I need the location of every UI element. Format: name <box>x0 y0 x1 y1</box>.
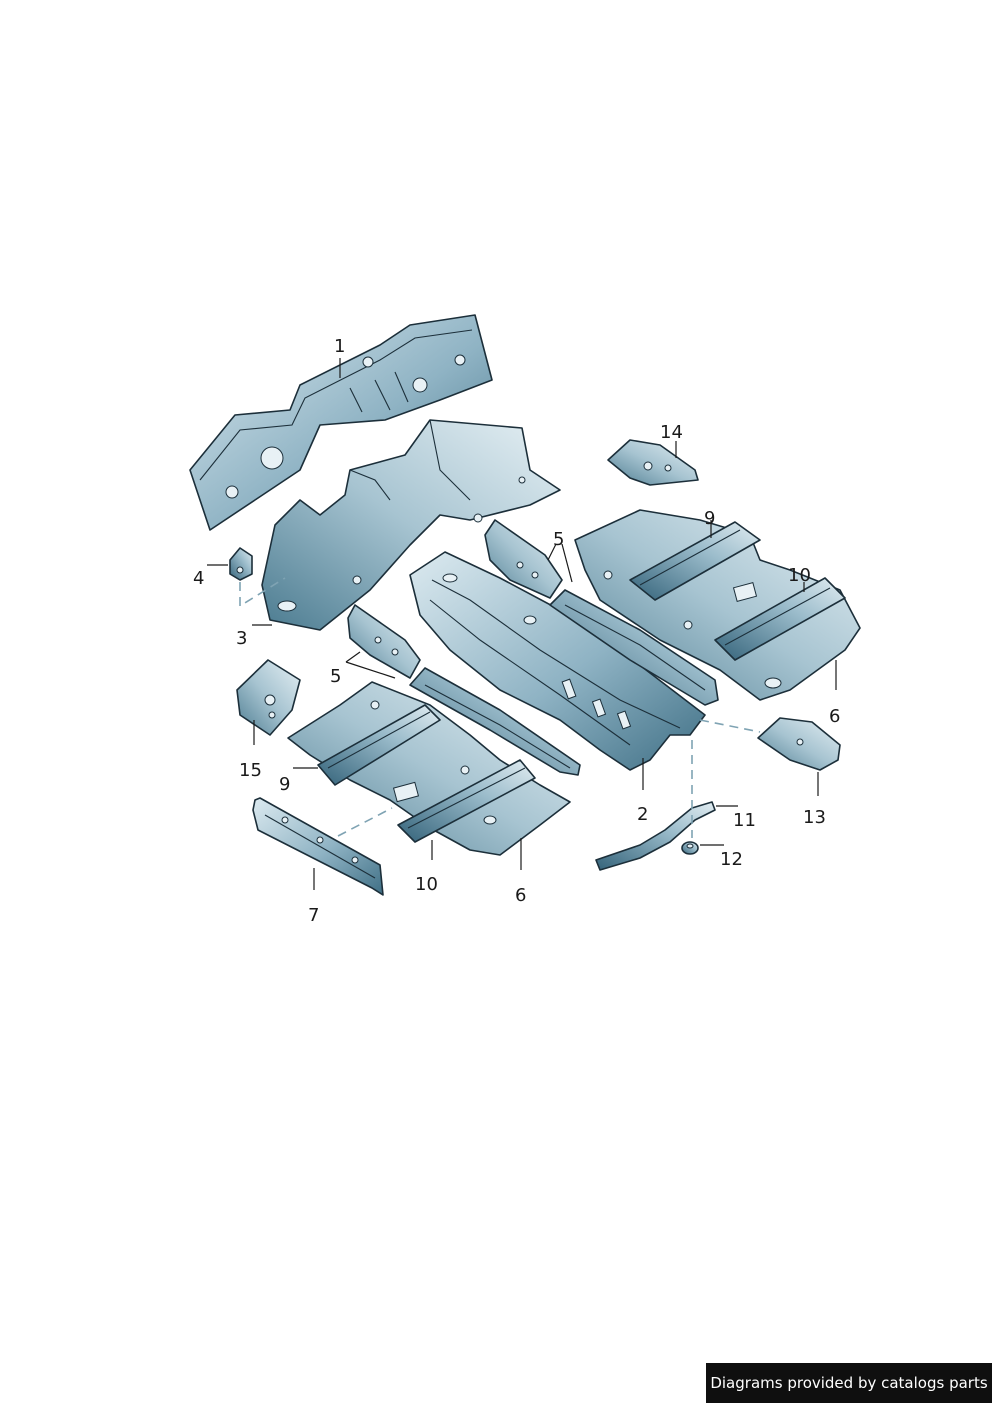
part-15-bracket <box>236 659 301 736</box>
part-sill-strip-lower <box>409 667 581 776</box>
callout-9-left: 9 <box>279 774 290 795</box>
part-6-left-floor <box>287 681 571 856</box>
part-4-bracket <box>229 547 253 581</box>
callout-5-upper: 5 <box>553 529 564 550</box>
callout-4: 4 <box>193 568 204 589</box>
callout-9-right: 9 <box>704 508 715 529</box>
callout-15: 15 <box>239 760 262 781</box>
callout-12: 12 <box>720 849 743 870</box>
callout-labels: 1 2 3 4 5 5 6 6 7 9 9 10 10 11 12 13 14 … <box>193 336 840 926</box>
callout-6-left: 6 <box>515 885 526 906</box>
callout-5-lower: 5 <box>330 666 341 687</box>
part-sill-strip-upper <box>549 589 719 706</box>
credit-banner: Diagrams provided by catalogs parts <box>706 1363 992 1403</box>
part-9-left-crossmember <box>317 704 441 786</box>
assembly-dashed-lines <box>239 577 761 838</box>
part-5-upper-bracket <box>484 519 563 599</box>
part-12-nut <box>681 841 699 855</box>
callout-14: 14 <box>660 422 683 443</box>
part-10-right-crossmember <box>714 577 846 661</box>
part-7-rail <box>252 797 384 896</box>
callout-10-left: 10 <box>415 874 438 895</box>
part-14-plate <box>607 439 699 486</box>
part-11-strap <box>595 801 716 871</box>
callout-2: 2 <box>637 804 648 825</box>
callout-13: 13 <box>803 807 826 828</box>
callout-3: 3 <box>236 628 247 649</box>
part-2-tunnel <box>409 551 706 771</box>
part-9-right-crossmember <box>629 521 761 601</box>
part-10-left-crossmember <box>397 759 536 843</box>
part-13-bracket <box>757 717 841 771</box>
callout-10-right: 10 <box>788 565 811 586</box>
leader-lines <box>207 358 837 890</box>
callout-11: 11 <box>733 810 756 831</box>
callout-6-right: 6 <box>829 706 840 727</box>
callout-1: 1 <box>334 336 345 357</box>
part-1-bulkhead <box>189 314 493 531</box>
part-3-front-floor <box>261 419 561 631</box>
part-5-lower-bracket <box>347 604 421 679</box>
callout-7: 7 <box>308 905 319 926</box>
